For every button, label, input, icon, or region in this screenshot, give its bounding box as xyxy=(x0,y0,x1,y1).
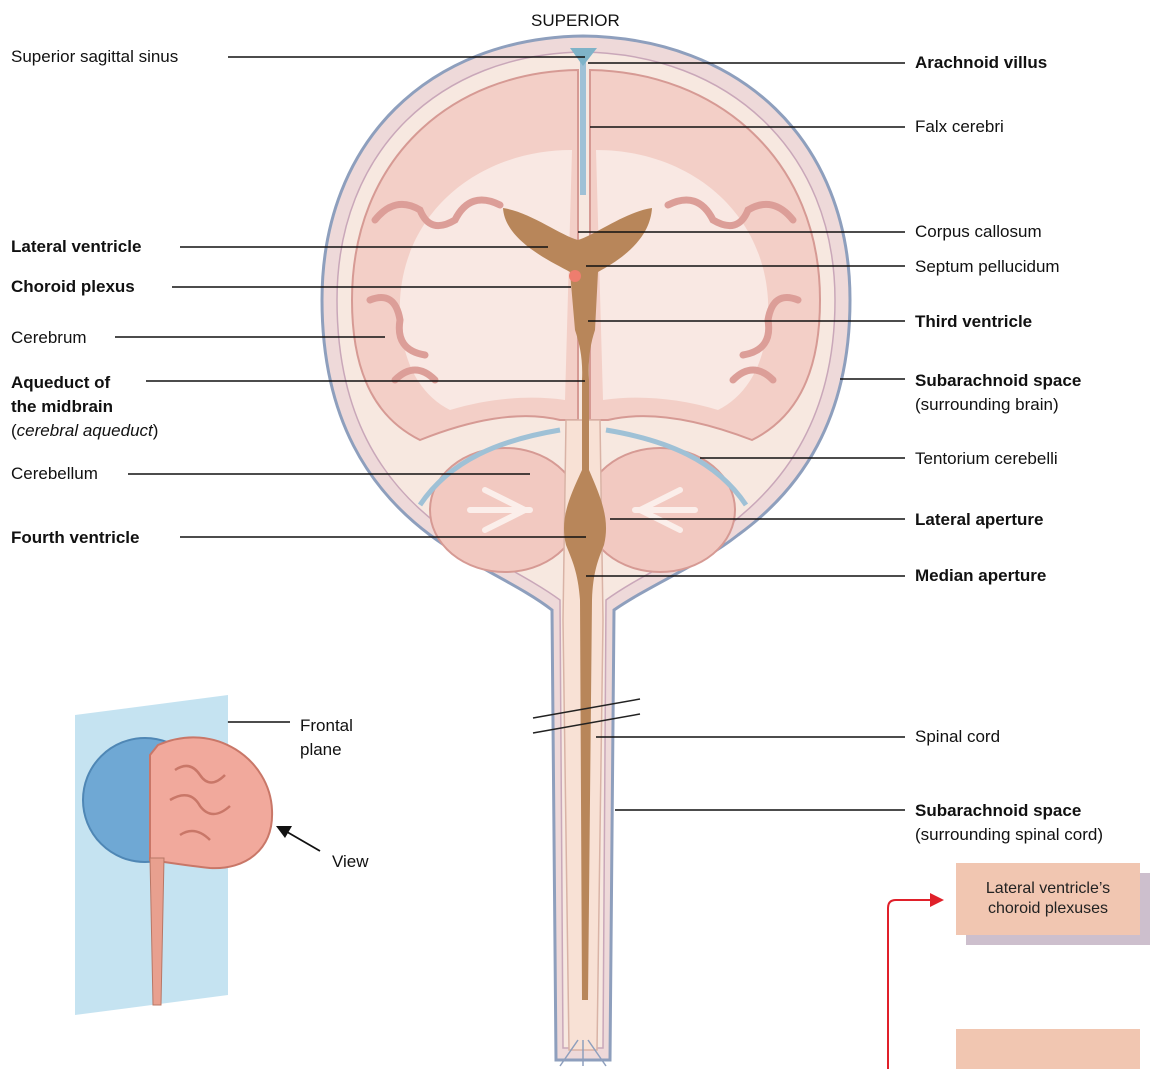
flow-arrow xyxy=(888,893,944,1069)
inset-brainstem xyxy=(150,858,164,1005)
label-cerebrum: Cerebrum xyxy=(11,327,87,348)
brain-section-illustration xyxy=(322,36,850,1066)
label-frontal-plane-line2: plane xyxy=(300,739,342,760)
aqueduct-paren-close: ) xyxy=(153,421,159,440)
flow-box-line1: Lateral ventricle’s xyxy=(986,879,1110,899)
label-spinal-cord: Spinal cord xyxy=(915,726,1000,747)
flow-box-choroid-plexuses: Lateral ventricle’s choroid plexuses xyxy=(956,863,1140,935)
label-fourth-ventricle: Fourth ventricle xyxy=(11,527,139,548)
label-cerebellum: Cerebellum xyxy=(11,463,98,484)
flow-box-next xyxy=(956,1029,1140,1069)
label-subarachnoid-cord-line1: Subarachnoid space xyxy=(915,800,1081,821)
label-lateral-aperture: Lateral aperture xyxy=(915,509,1044,530)
label-lateral-ventricle: Lateral ventricle xyxy=(11,236,141,257)
label-aqueduct-line2: the midbrain xyxy=(11,396,113,417)
label-median-aperture: Median aperture xyxy=(915,565,1046,586)
view-arrow-head xyxy=(276,826,292,838)
label-aqueduct-line1: Aqueduct of xyxy=(11,372,110,393)
label-septum-pellucidum: Septum pellucidum xyxy=(915,256,1060,277)
flow-arrow-line xyxy=(888,900,932,1069)
label-choroid-plexus: Choroid plexus xyxy=(11,276,135,297)
label-superior-sagittal-sinus: Superior sagittal sinus xyxy=(11,46,178,67)
flow-arrow-head xyxy=(930,893,944,907)
label-subarachnoid-cord-line2: (surrounding spinal cord) xyxy=(915,824,1103,845)
label-third-ventricle: Third ventricle xyxy=(915,311,1032,332)
label-view: View xyxy=(332,851,369,872)
choroid-plexus-spot xyxy=(569,270,581,282)
label-arachnoid-villus: Arachnoid villus xyxy=(915,52,1047,73)
aqueduct-italic: cerebral aqueduct xyxy=(17,421,153,440)
label-corpus-callosum: Corpus callosum xyxy=(915,221,1042,242)
label-tentorium-cerebelli: Tentorium cerebelli xyxy=(915,448,1058,469)
flow-box-line2: choroid plexuses xyxy=(988,899,1108,919)
label-frontal-plane-line1: Frontal xyxy=(300,715,353,736)
label-subarachnoid-brain-line1: Subarachnoid space xyxy=(915,370,1081,391)
label-aqueduct-line3: (cerebral aqueduct) xyxy=(11,420,158,441)
inset-brain-front xyxy=(150,737,272,868)
orientation-label: SUPERIOR xyxy=(531,10,620,31)
label-falx-cerebri: Falx cerebri xyxy=(915,116,1004,137)
label-subarachnoid-brain-line2: (surrounding brain) xyxy=(915,394,1059,415)
inset-frontal-plane xyxy=(75,695,320,1015)
